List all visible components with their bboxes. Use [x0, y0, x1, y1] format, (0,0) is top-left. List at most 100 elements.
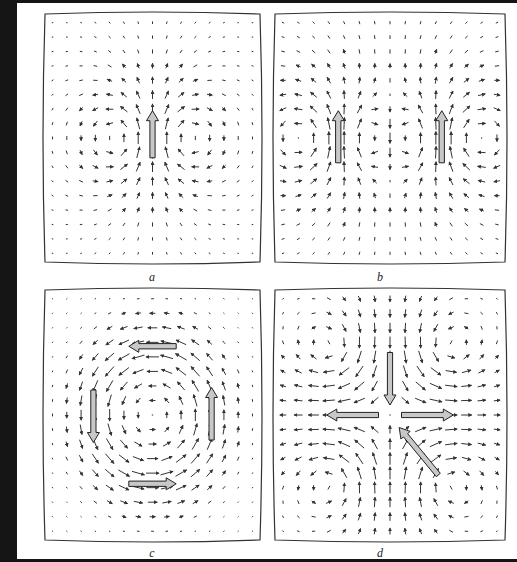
flow-vector	[420, 21, 422, 24]
flow-vector	[106, 152, 113, 154]
flow-vector	[222, 210, 225, 211]
flow-vector	[342, 311, 346, 316]
flow-vector	[209, 313, 211, 314]
flow-vector	[435, 338, 437, 347]
flow-vector	[496, 326, 497, 329]
flow-vector	[478, 385, 486, 387]
flow-vector	[431, 455, 441, 463]
flow-vector	[52, 472, 54, 473]
flow-vector	[297, 312, 299, 314]
flow-vector	[152, 237, 153, 240]
flow-vector	[80, 382, 83, 391]
flow-vector	[449, 193, 452, 199]
flow-vector	[479, 209, 483, 211]
flow-vector	[176, 455, 186, 463]
flow-vector	[420, 482, 421, 493]
flow-vector	[374, 64, 375, 69]
flow-vector	[465, 531, 468, 532]
flow-vector	[374, 135, 375, 140]
flow-vector	[166, 237, 168, 240]
flow-vector	[298, 137, 299, 138]
flow-vector	[106, 439, 112, 450]
flow-vector	[295, 457, 302, 460]
flow-vector	[434, 529, 437, 533]
flow-vector	[161, 457, 172, 461]
flow-vector	[478, 370, 485, 373]
flow-vector	[478, 180, 485, 182]
flow-vector	[390, 208, 391, 213]
flow-vector	[357, 105, 361, 113]
flow-vector	[94, 501, 97, 503]
flow-vector	[166, 252, 168, 254]
flow-vector	[152, 415, 153, 416]
flow-vector	[165, 162, 169, 171]
flow-vector	[357, 148, 361, 158]
flow-vector	[312, 223, 315, 226]
flow-vector	[136, 312, 141, 314]
flow-vector	[297, 51, 301, 53]
flow-vector	[120, 106, 127, 111]
flow-vector	[252, 108, 253, 110]
flow-vector	[496, 486, 497, 490]
flow-vector	[137, 252, 139, 254]
flow-vector	[109, 22, 111, 24]
flow-vector	[252, 253, 253, 254]
flow-vector	[297, 224, 301, 226]
flow-vector	[280, 443, 286, 445]
flow-vector	[208, 501, 211, 503]
flow-vector	[164, 516, 169, 518]
flow-vector	[94, 65, 98, 67]
flow-vector	[150, 429, 156, 430]
flow-vector	[120, 382, 127, 390]
flow-vector	[122, 208, 125, 212]
flow-vector	[237, 457, 239, 461]
flow-vector	[179, 425, 183, 433]
flow-vector	[390, 222, 391, 226]
flow-vector	[191, 353, 200, 361]
flow-vector	[237, 327, 239, 328]
flow-vector	[180, 64, 183, 68]
flow-vector	[282, 312, 283, 314]
flow-vector	[81, 410, 82, 420]
flow-vector	[433, 352, 438, 361]
flow-vector	[478, 429, 486, 431]
flow-vector	[295, 180, 302, 182]
flow-vector	[496, 341, 497, 345]
flow-vector	[237, 209, 239, 211]
flow-vector	[179, 516, 183, 517]
flow-vector	[209, 530, 210, 532]
flow-vector	[281, 65, 285, 67]
flow-vector	[496, 134, 497, 141]
flow-vector	[52, 65, 54, 67]
flow-vector	[81, 298, 82, 300]
flow-vector	[238, 136, 239, 140]
flow-vector	[418, 105, 422, 113]
flow-vector	[344, 21, 345, 24]
flow-vector	[193, 326, 198, 329]
flow-vector	[358, 178, 361, 185]
flow-vector	[390, 426, 391, 434]
flow-vector	[179, 194, 183, 198]
flow-vector	[327, 193, 330, 199]
flow-vector	[403, 453, 407, 465]
flow-vector	[52, 342, 54, 343]
large-arrow	[206, 388, 218, 441]
flow-vector	[207, 94, 212, 96]
flow-vector	[419, 178, 422, 185]
flow-vector	[223, 501, 225, 503]
flow-vector	[223, 486, 226, 489]
flow-vector	[94, 238, 96, 239]
flow-vector	[311, 148, 317, 157]
flow-vector	[328, 21, 330, 23]
flow-vector	[123, 36, 125, 39]
flow-vector	[191, 454, 200, 464]
flow-vector	[341, 352, 346, 361]
flow-vector	[150, 313, 156, 314]
flow-vector	[495, 224, 498, 226]
flow-vector	[166, 36, 168, 39]
flow-vector	[178, 179, 184, 184]
flow-vector	[374, 78, 375, 83]
flow-vector	[496, 531, 497, 532]
